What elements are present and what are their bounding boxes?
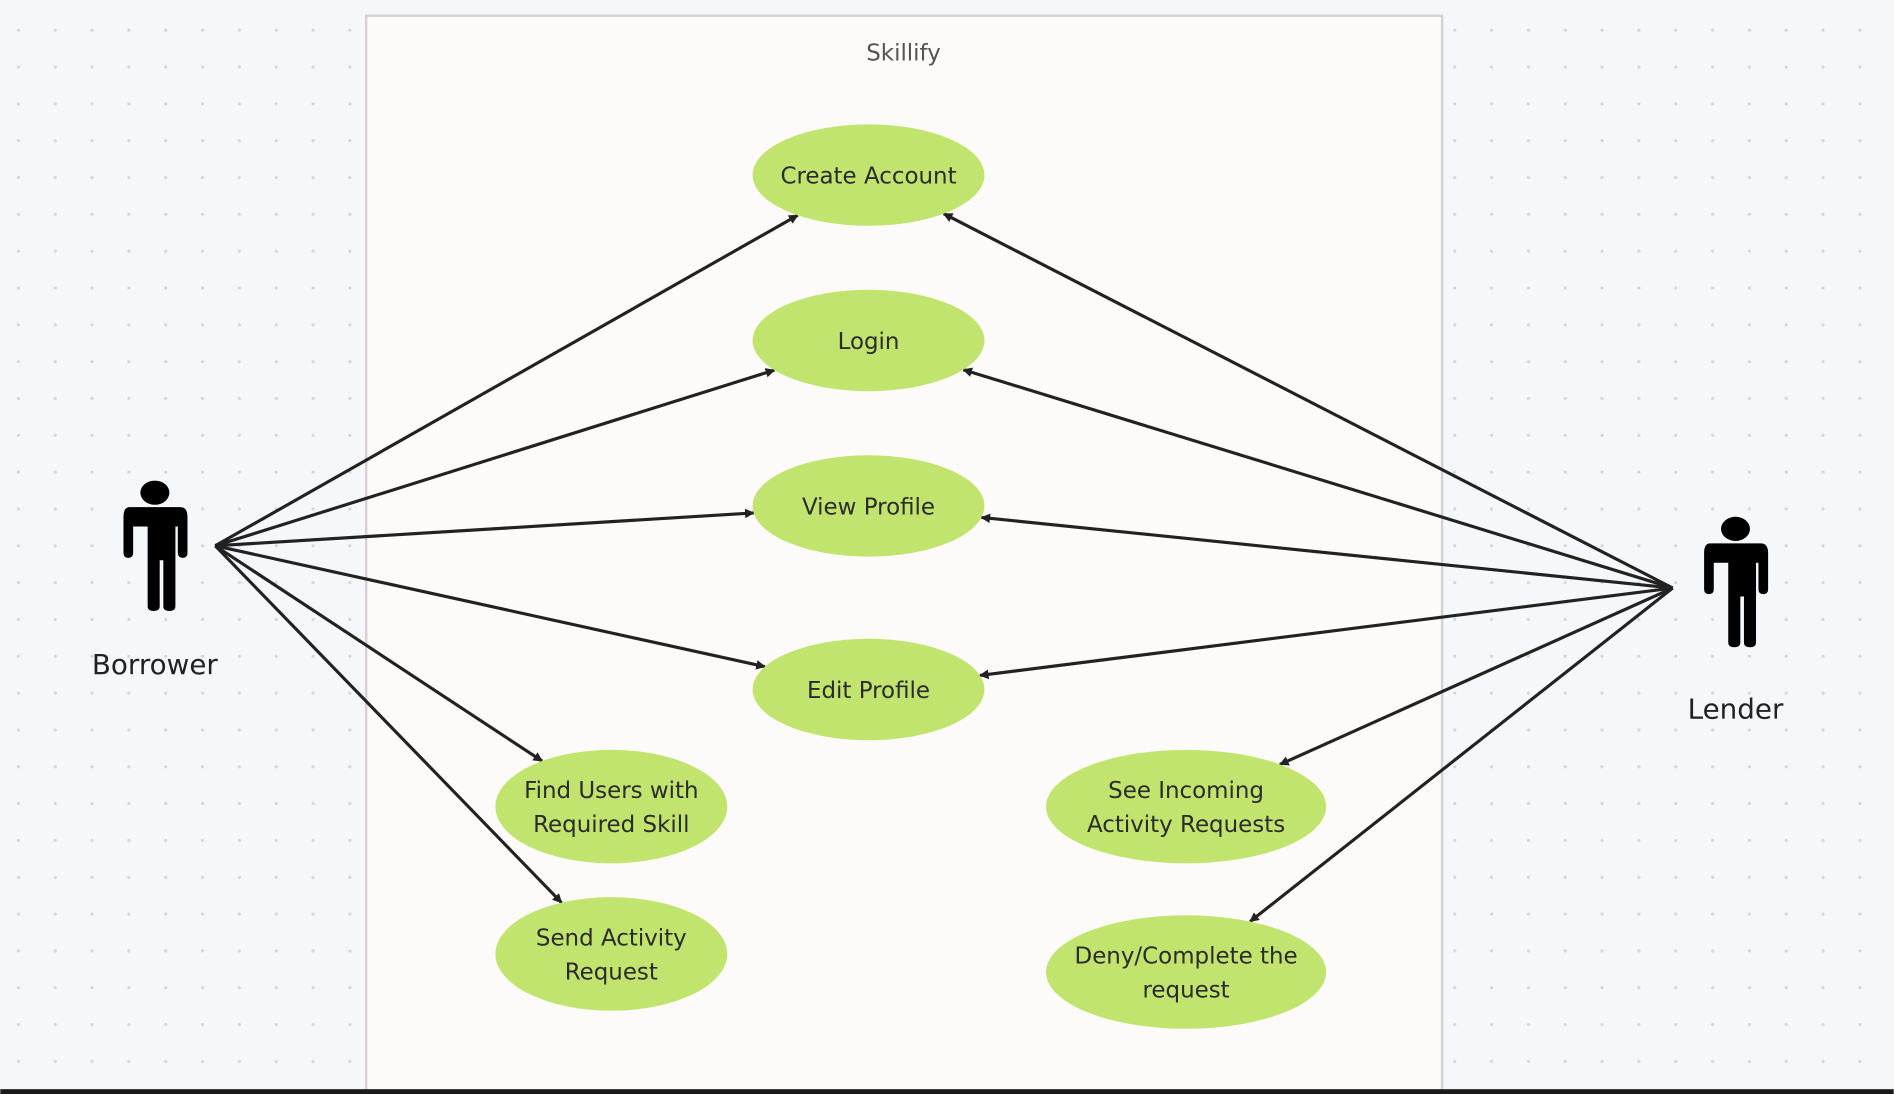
use-case-shape	[752, 289, 985, 392]
associations	[214, 212, 1674, 923]
use-case-shape	[752, 455, 985, 557]
use-case-label: See Incoming	[1108, 778, 1264, 804]
association-borrower-send_request[interactable]	[214, 544, 563, 904]
actor-label: Borrower	[92, 648, 219, 681]
use-case-label: request	[1142, 977, 1229, 1003]
use-case-shape	[495, 749, 728, 864]
association-lender-create_account[interactable]	[942, 212, 1674, 590]
association-borrower-view_profile[interactable]	[215, 508, 755, 548]
bottom-bar	[0, 1089, 1894, 1094]
association-lender-deny_complete[interactable]	[1249, 586, 1674, 923]
association-borrower-find_users[interactable]	[214, 544, 544, 763]
person-icon	[1704, 516, 1769, 648]
use-case-shape	[1046, 915, 1327, 1029]
use-case-label: Required Skill	[533, 812, 689, 838]
actor-label: Lender	[1688, 692, 1784, 725]
use-case-label: Request	[565, 959, 658, 985]
use-case-label: Deny/Complete the	[1075, 944, 1298, 970]
association-borrower-edit_profile[interactable]	[214, 544, 766, 670]
actor-lender[interactable]: Lender	[1688, 516, 1784, 726]
use-case-view-profile[interactable]: View Profile	[752, 455, 985, 557]
use-case-label: Activity Requests	[1087, 812, 1285, 838]
use-case-deny-complete[interactable]: Deny/Complete the request	[1046, 915, 1327, 1029]
use-case-shape	[1046, 749, 1327, 864]
use-case-label: View Profile	[802, 494, 935, 520]
use-case-create-account[interactable]: Create Account	[752, 124, 985, 226]
use-case-shape	[495, 897, 728, 1011]
association-lender-edit_profile[interactable]	[978, 586, 1673, 680]
use-case-label: Edit Profile	[807, 678, 930, 704]
use-case-login[interactable]: Login	[752, 289, 985, 392]
association-borrower-login[interactable]	[214, 368, 776, 548]
use-case-label: Send Activity	[536, 925, 687, 951]
use-case-label: Login	[838, 329, 900, 355]
person-icon	[123, 480, 188, 611]
actor-borrower[interactable]: Borrower	[92, 480, 219, 681]
use-case-shape	[752, 124, 985, 226]
use-case-edit-profile[interactable]: Edit Profile	[752, 638, 985, 741]
use-case-shape	[752, 638, 985, 741]
association-borrower-create_account[interactable]	[214, 213, 799, 548]
use-case-label: Find Users with	[524, 778, 698, 804]
use-case-label: Create Account	[780, 164, 956, 190]
association-lender-see_requests[interactable]	[1279, 586, 1674, 766]
association-lender-login[interactable]	[962, 367, 1674, 590]
system-title: Skillify	[866, 40, 941, 66]
association-lender-view_profile[interactable]	[980, 513, 1673, 590]
